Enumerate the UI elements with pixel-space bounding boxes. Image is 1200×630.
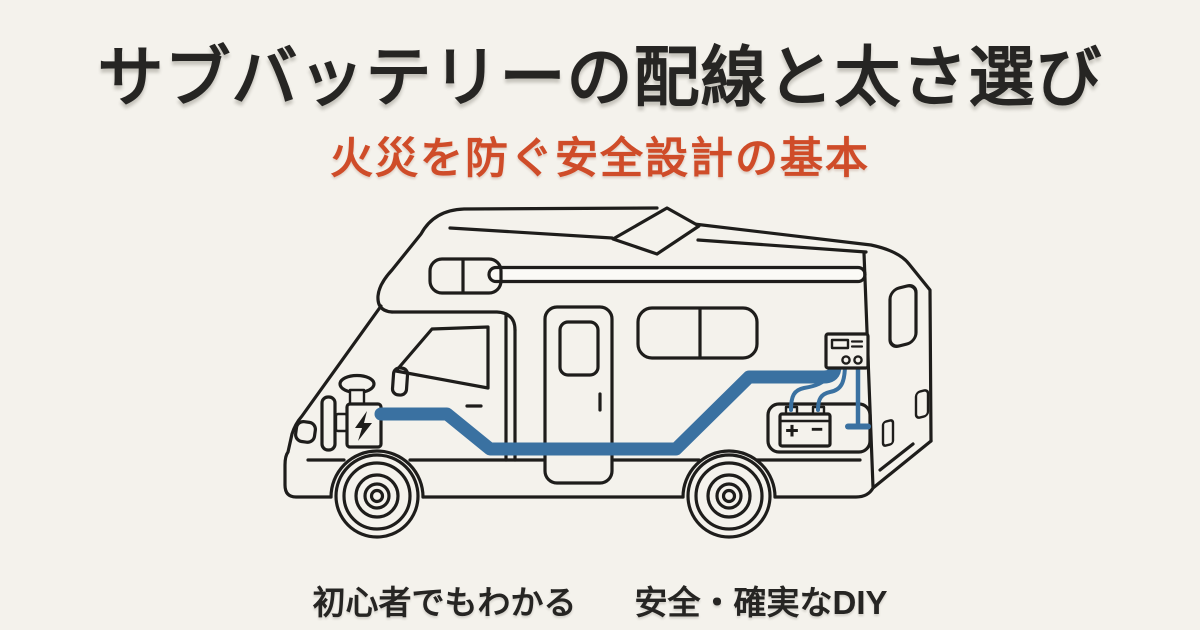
- overcab-window: [428, 257, 503, 295]
- rear-rim-inner: [715, 482, 743, 510]
- controller-screen: [830, 338, 850, 350]
- battery-negative-label: −: [811, 420, 824, 438]
- roof-front-edge: [376, 206, 659, 314]
- rear-tire-inner: [694, 461, 764, 531]
- front-rim: [354, 473, 400, 519]
- front-wheel-arch: [329, 449, 425, 499]
- body-bottom-rear: [773, 439, 933, 499]
- rear-vent: [914, 389, 930, 419]
- front-hub: [369, 488, 385, 504]
- charge-controller: [824, 332, 870, 370]
- rear-wheel-arch: [681, 449, 777, 499]
- alternator-assembly: [320, 373, 383, 452]
- rear-tire: [686, 453, 772, 539]
- controller-port-1: [841, 355, 851, 365]
- page-subtitle: 火災を防ぐ安全設計の基本: [330, 135, 870, 183]
- tagline-left: 初心者でもわかる: [312, 584, 577, 621]
- rear-rim: [706, 473, 752, 519]
- battery-wire-negative: [816, 362, 847, 412]
- footer-tagline: 初心者でもわかる 安全・確実なDIY: [0, 576, 1200, 624]
- rear-latch: [881, 419, 895, 447]
- cab-window: [394, 325, 490, 390]
- tagline-right: 安全・確実なDIY: [634, 584, 888, 621]
- alternator-flange: [334, 412, 349, 433]
- headlight: [294, 420, 317, 444]
- rear-step-line: [878, 442, 915, 472]
- roof-rear-edge: [692, 222, 933, 443]
- battery-bay: + −: [766, 402, 872, 454]
- controller-port-2: [853, 355, 863, 365]
- side-mirror: [390, 366, 410, 397]
- rear-window: [888, 284, 918, 348]
- awning-rail: [487, 265, 867, 284]
- page-title: サブバッテリーの配線と太さ選び: [97, 40, 1103, 114]
- radiator-bar: [320, 395, 337, 452]
- rear-hub: [721, 488, 737, 504]
- rear-wheel: [686, 453, 772, 539]
- battery-positive-label: +: [785, 421, 799, 441]
- overcab-bottom-edge: [390, 310, 517, 332]
- roof-skylight: [611, 206, 701, 256]
- roof-inner-line-left: [448, 226, 614, 240]
- lightning-bolt-icon: [355, 411, 372, 441]
- entry-door: [543, 305, 614, 485]
- front-wheel: [334, 453, 420, 539]
- entry-door-window: [558, 320, 600, 377]
- front-tire: [334, 453, 420, 539]
- front-rim-inner: [363, 482, 391, 510]
- controller-indicator-lines: [850, 340, 864, 348]
- front-tire-inner: [342, 461, 412, 531]
- side-rear-boundary: [862, 251, 875, 489]
- living-window: [636, 306, 759, 360]
- roof-inner-line-right: [696, 238, 868, 254]
- campervan-body: [283, 206, 933, 499]
